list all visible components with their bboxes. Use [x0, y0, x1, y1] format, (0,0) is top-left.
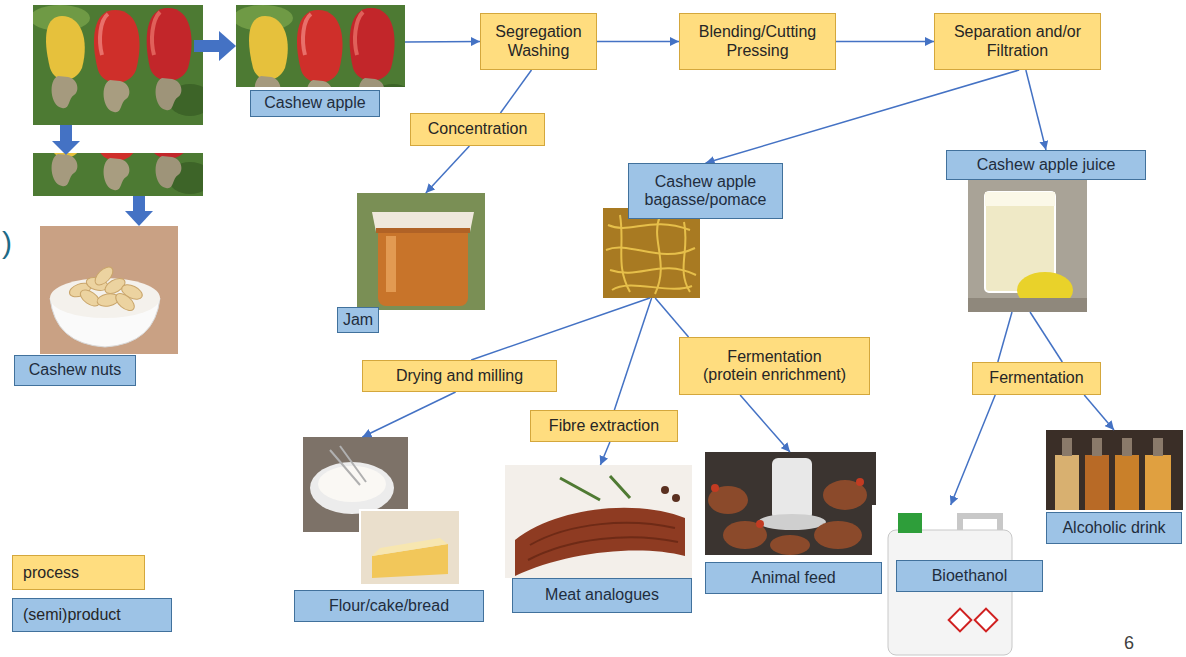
- product-label: Cashew apple bagasse/pomace: [628, 163, 783, 219]
- flow-connector: [405, 41, 480, 43]
- product-label: Alcoholic drink: [1046, 512, 1182, 544]
- product-label: Meat analogues: [512, 578, 692, 613]
- meat-analogue-photo: [505, 465, 692, 578]
- process-box: Fermentation (protein enrichment): [679, 337, 870, 395]
- product-label: Cashew apple juice: [946, 150, 1146, 180]
- product-label: Jam: [337, 307, 379, 333]
- process-box: Separation and/or Filtration: [934, 13, 1101, 70]
- flow-connector: [471, 298, 650, 360]
- process-box: Fibre extraction: [530, 410, 678, 442]
- legend-swatch: (semi)product: [12, 598, 172, 632]
- product-node: Alcoholic drink: [1046, 430, 1182, 544]
- pomace-photo: [603, 208, 700, 298]
- flow-connector: [1084, 395, 1114, 430]
- process-text: Blending/Cutting Pressing: [686, 23, 829, 60]
- cashew-photo: [33, 5, 203, 125]
- product-node: Flour/cake/bread: [294, 437, 484, 622]
- process-text: Segregation Washing: [487, 23, 590, 60]
- flow-connector: [362, 392, 455, 437]
- block-arrow: [52, 31, 236, 226]
- flow-connector: [836, 41, 934, 43]
- product-node: Cashew apple bagasse/pomace: [603, 163, 783, 298]
- legend-text: process: [23, 564, 79, 582]
- animal-feed-photo: [705, 452, 876, 555]
- product-label: Cashew apple: [250, 90, 380, 117]
- flow-connector: [426, 146, 470, 193]
- flow-connector: [500, 70, 531, 113]
- product-label: Animal feed: [705, 562, 882, 594]
- page-number: 6: [1124, 634, 1134, 652]
- cake-photo: [360, 510, 460, 585]
- legend-swatch: process: [12, 555, 145, 590]
- process-text: Concentration: [428, 120, 528, 138]
- flow-connector: [1026, 70, 1046, 150]
- product-node: Cashew nuts: [14, 226, 178, 386]
- flow-connector: [655, 298, 688, 337]
- legend-text: (semi)product: [23, 606, 121, 624]
- flow-connector: [1030, 312, 1062, 362]
- process-text: Separation and/or Filtration: [941, 23, 1094, 60]
- flow-connector: [998, 312, 1012, 362]
- flow-connector: [951, 395, 996, 505]
- flow-connector: [740, 395, 790, 452]
- product-node: Jam: [337, 193, 485, 333]
- product-node: Cashew apple: [236, 5, 405, 117]
- process-box: Fermentation: [972, 362, 1101, 395]
- flow-connector: [614, 298, 651, 410]
- process-box: Drying and milling: [362, 360, 557, 392]
- cashew-nut-photo: [33, 153, 203, 196]
- process-text: Fibre extraction: [549, 417, 659, 435]
- process-box: Segregation Washing: [480, 13, 597, 70]
- nuts-bowl-photo: [40, 226, 178, 354]
- product-node: Cashew apple juice: [946, 150, 1146, 312]
- process-text: Fermentation: [989, 369, 1083, 387]
- product-node: Meat analogues: [505, 465, 692, 613]
- product-node: Bioethanol: [872, 505, 1043, 657]
- jam-photo: [357, 193, 485, 310]
- juice-photo: [968, 180, 1087, 312]
- process-text: Fermentation (protein enrichment): [701, 348, 849, 385]
- page-edge-text: ): [2, 228, 12, 258]
- process-text: Drying and milling: [396, 367, 523, 385]
- flow-connector: [600, 442, 610, 465]
- flow-connector: [597, 41, 679, 43]
- product-node: Animal feed: [705, 452, 882, 594]
- product-label: Bioethanol: [896, 560, 1043, 592]
- process-box: Blending/Cutting Pressing: [679, 13, 836, 70]
- process-box: Concentration: [410, 113, 545, 146]
- cashew-apple-photo: [236, 5, 405, 87]
- product-label: Flour/cake/bread: [294, 590, 484, 622]
- alcoholic-drink-photo: [1046, 430, 1183, 510]
- product-label: Cashew nuts: [14, 355, 136, 386]
